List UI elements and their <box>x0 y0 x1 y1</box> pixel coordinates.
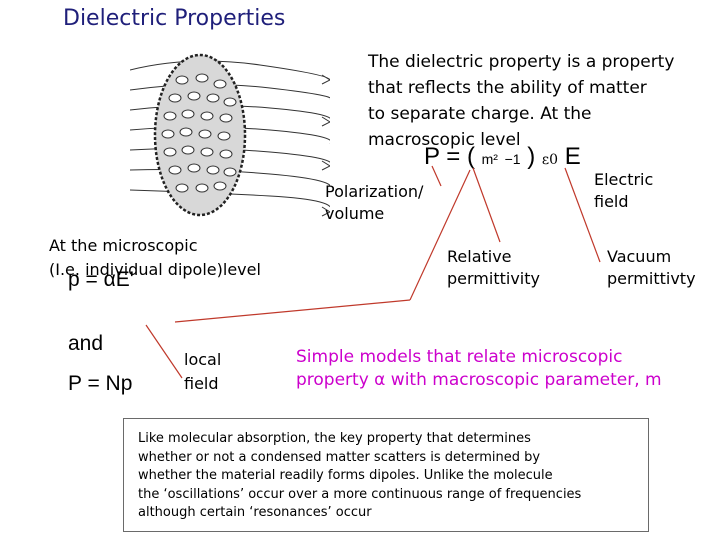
info-line: whether the material readily forms dipol… <box>138 468 553 483</box>
page-title: Dielectric Properties <box>63 6 286 31</box>
local-field-pointer <box>145 324 183 379</box>
electric-label-line1: Electric <box>594 170 654 189</box>
info-box <box>123 418 649 532</box>
dipole-equation: p = αE' <box>68 268 134 291</box>
intro-line: that reflects the ability of matter <box>368 78 647 98</box>
polarization-sum-equation: P = Np <box>68 372 133 395</box>
vacuum-label-line2: permittivty <box>607 269 696 288</box>
intro-line: to separate charge. At the <box>368 104 592 124</box>
microscopic-line2: (I.e. individual dipole)level <box>49 260 261 279</box>
microscopic-pointer <box>174 299 411 323</box>
polarization-label-line2: volume <box>325 204 385 223</box>
simple-models-text: Simple models that relate microscopic pr… <box>296 346 662 392</box>
eq-lparen: ( <box>466 143 475 170</box>
info-box-text: Like molecular absorption, the key prope… <box>138 430 643 523</box>
eq-rparen: ) <box>527 143 536 170</box>
polarization-label: Polarization/ volume <box>325 181 423 225</box>
eq-minus-one: −1 <box>504 151 521 167</box>
electric-field-label: Electric field <box>594 169 653 213</box>
microscopic-text: At the microscopic (I.e. individual dipo… <box>49 234 261 282</box>
info-line: whether or not a condensed matter scatte… <box>138 449 541 465</box>
polarization-equation: P = ( m² −1 ) ε0 E <box>424 143 581 171</box>
eq-epsilon-zero: ε0 <box>541 152 559 168</box>
intro-paragraph: The dielectric property is a property th… <box>368 49 718 153</box>
eq-symbol-P: P <box>424 143 440 170</box>
local-field-line1: local <box>184 350 222 369</box>
info-line: the ‘oscillations’ occur over a more con… <box>138 486 582 502</box>
simple-models-line1: Simple models that relate microscopic <box>296 347 623 367</box>
relative-permittivity-label: Relative permittivity <box>447 246 540 290</box>
relative-label-line1: Relative <box>447 247 512 266</box>
relative-pointer <box>409 169 471 301</box>
local-field-label: local field <box>184 348 221 396</box>
info-line: Like molecular absorption, the key prope… <box>138 431 531 446</box>
vacuum-label-line1: Vacuum <box>607 247 672 266</box>
simple-models-line2: property α with macroscopic parameter, m <box>296 370 662 390</box>
relative-pointer-2 <box>472 167 501 243</box>
vacuum-pointer <box>564 167 601 263</box>
intro-line: macroscopic level <box>368 130 521 150</box>
polarization-label-line1: Polarization/ <box>325 182 424 201</box>
and-text: and <box>68 332 104 355</box>
relative-label-line2: permittivity <box>447 269 540 288</box>
polarization-pointer <box>431 165 442 187</box>
eq-symbol-E: E <box>564 143 581 170</box>
eq-m-squared: m² <box>481 151 498 167</box>
electric-label-line2: field <box>594 192 629 211</box>
microscopic-line1: At the microscopic <box>49 236 198 255</box>
eq-equals: = <box>446 143 461 170</box>
dielectric-illustration <box>130 53 330 217</box>
local-field-line2: field <box>184 374 219 393</box>
info-line: although certain ‘resonances’ occur <box>138 505 372 520</box>
vacuum-permittivity-label: Vacuum permittivty <box>607 246 696 290</box>
intro-line: The dielectric property is a property <box>368 52 675 72</box>
